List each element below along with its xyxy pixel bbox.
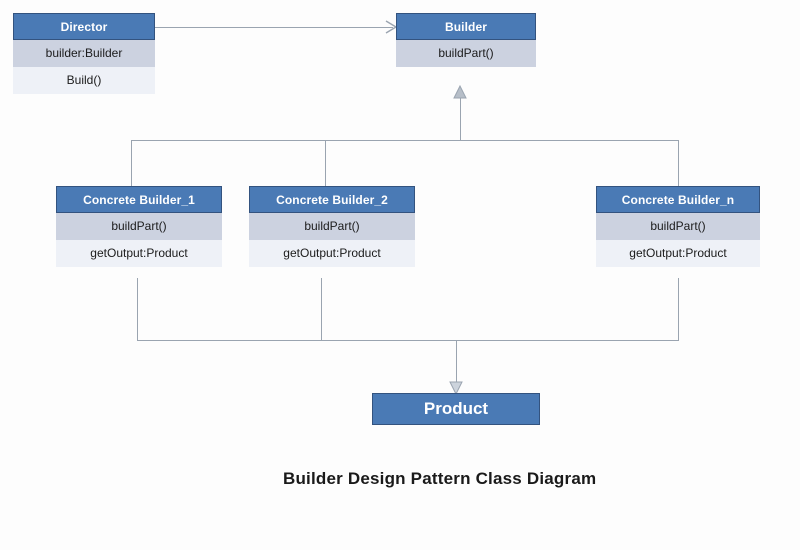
connector-riser-to-builder: [460, 94, 461, 140]
connector-drop-from-concrete-builder-2: [321, 278, 322, 340]
connector-director-to-builder: [155, 27, 393, 28]
class-name-concrete-builder-2: Concrete Builder_2: [249, 186, 415, 213]
class-name-builder: Builder: [396, 13, 536, 40]
connector-bus-to-product: [456, 340, 457, 386]
class-name-director: Director: [13, 13, 155, 40]
connector-drop-to-concrete-builder-1: [131, 140, 132, 186]
class-box-builder[interactable]: Builder buildPart(): [396, 13, 536, 67]
connector-generalization-bus: [131, 140, 678, 141]
connector-product-bus: [137, 340, 679, 341]
class-box-concrete-builder-1[interactable]: Concrete Builder_1 buildPart() getOutput…: [56, 186, 222, 267]
diagram-caption: Builder Design Pattern Class Diagram: [283, 469, 597, 488]
class-box-product[interactable]: Product: [372, 393, 540, 425]
class-box-director[interactable]: Director builder:Builder Build(): [13, 13, 155, 94]
class-attribute-concrete-builder-n-getoutput: getOutput:Product: [596, 240, 760, 267]
class-operation-builder-buildpart: buildPart(): [396, 40, 536, 67]
class-box-concrete-builder-n[interactable]: Concrete Builder_n buildPart() getOutput…: [596, 186, 760, 267]
class-attribute-concrete-builder-1-getoutput: getOutput:Product: [56, 240, 222, 267]
connector-drop-to-concrete-builder-2: [325, 140, 326, 186]
class-operation-director-build: Build(): [13, 67, 155, 94]
class-attribute-director-builder: builder:Builder: [13, 40, 155, 67]
class-operation-concrete-builder-2-buildpart: buildPart(): [249, 213, 415, 240]
class-box-concrete-builder-2[interactable]: Concrete Builder_2 buildPart() getOutput…: [249, 186, 415, 267]
connector-drop-from-concrete-builder-n: [678, 278, 679, 340]
class-name-concrete-builder-1: Concrete Builder_1: [56, 186, 222, 213]
connector-drop-to-concrete-builder-n: [678, 140, 679, 186]
class-operation-concrete-builder-n-buildpart: buildPart(): [596, 213, 760, 240]
connector-drop-from-concrete-builder-1: [137, 278, 138, 340]
class-attribute-concrete-builder-2-getoutput: getOutput:Product: [249, 240, 415, 267]
class-name-concrete-builder-n: Concrete Builder_n: [596, 186, 760, 213]
class-operation-concrete-builder-1-buildpart: buildPart(): [56, 213, 222, 240]
